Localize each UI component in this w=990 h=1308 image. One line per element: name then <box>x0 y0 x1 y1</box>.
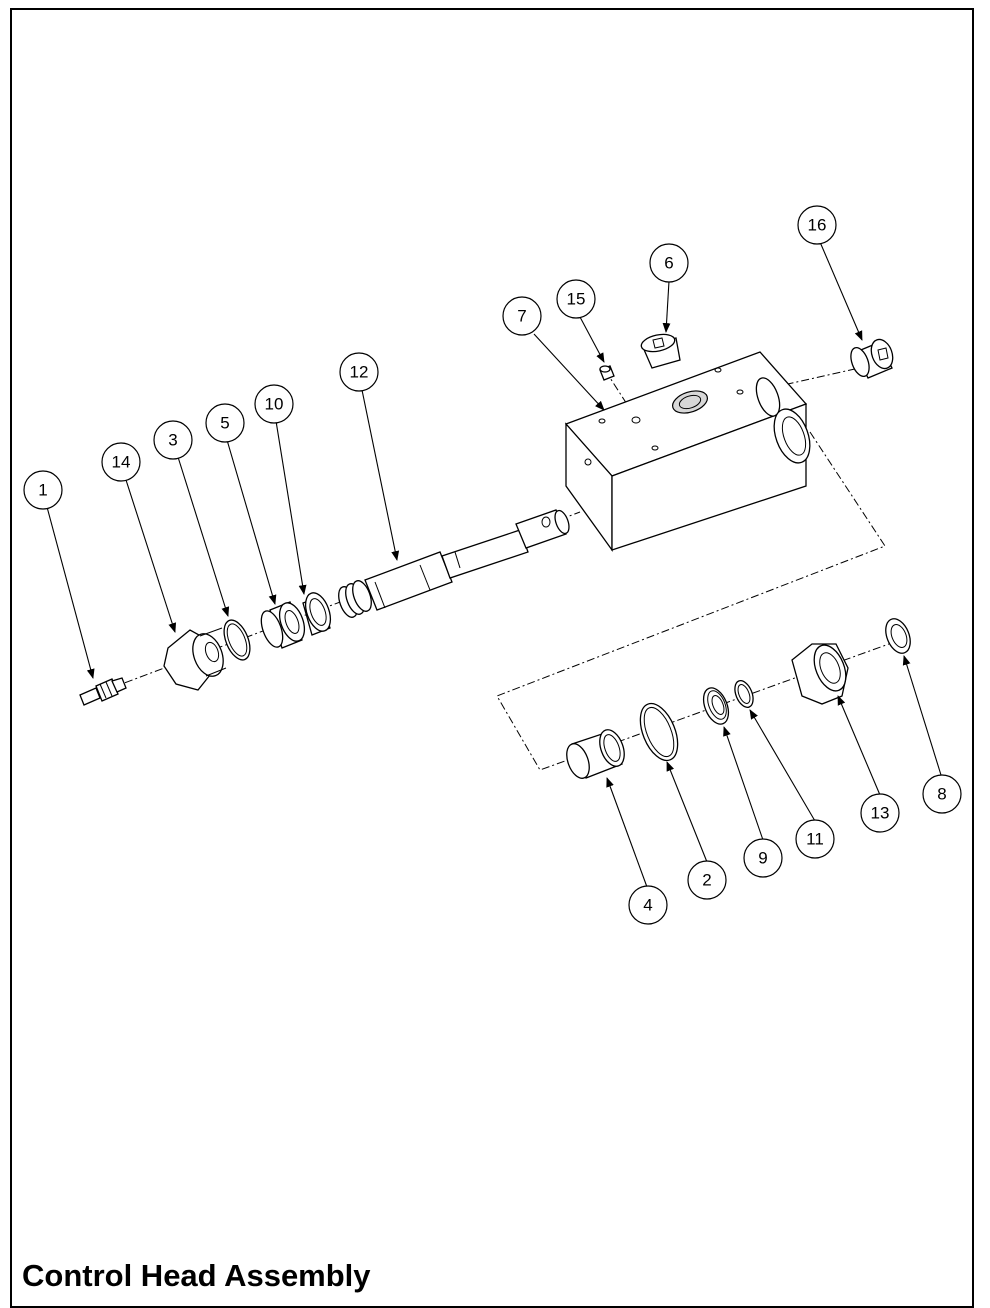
part-9-seal <box>702 687 730 725</box>
callout-9-label: 9 <box>758 849 767 868</box>
part-13-hex-nut <box>791 643 849 705</box>
callout-13: 13 <box>860 793 900 833</box>
callout-4-label: 4 <box>643 896 652 915</box>
callout-12: 12 <box>339 352 379 392</box>
callout-16: 16 <box>797 205 837 245</box>
leader-lines <box>46 241 942 888</box>
part-15-plug <box>599 365 615 381</box>
callout-3: 3 <box>153 420 193 460</box>
callout-3-label: 3 <box>168 431 177 450</box>
part-14-hex-fitting <box>163 627 227 691</box>
callout-15-label: 15 <box>567 290 586 309</box>
part-8-cap <box>885 618 911 654</box>
part-10-ring <box>302 592 332 636</box>
callout-1: 1 <box>23 470 63 510</box>
callout-10: 10 <box>254 384 294 424</box>
callout-5-label: 5 <box>220 414 229 433</box>
callout-5: 5 <box>205 403 245 443</box>
callout-15: 15 <box>556 279 596 319</box>
callout-12-label: 12 <box>350 363 369 382</box>
callout-14: 14 <box>101 442 141 482</box>
part-3-o-ring <box>223 619 251 661</box>
part-11-ring <box>734 680 754 708</box>
callout-2: 2 <box>687 860 727 900</box>
part-4-sleeve <box>566 729 625 779</box>
callout-8: 8 <box>922 774 962 814</box>
part-16-cap-plug <box>850 338 894 379</box>
callout-4: 4 <box>628 885 668 925</box>
part-7-control-block <box>564 351 811 553</box>
callout-7: 7 <box>502 296 542 336</box>
callout-6-label: 6 <box>664 254 673 273</box>
page-title: Control Head Assembly <box>22 1258 371 1293</box>
callout-10-label: 10 <box>265 395 284 414</box>
callout-6: 6 <box>649 243 689 283</box>
part-6-socket-plug <box>640 333 681 369</box>
callout-8-label: 8 <box>937 785 946 804</box>
callout-7-label: 7 <box>517 307 526 326</box>
callout-9: 9 <box>743 838 783 878</box>
part-12-spool-shaft <box>338 509 570 618</box>
callout-11-label: 11 <box>806 830 824 849</box>
callout-11: 11 <box>795 819 835 859</box>
part-2-o-ring <box>639 702 679 762</box>
part-5-bushing <box>260 601 306 649</box>
callout-1-label: 1 <box>38 481 47 500</box>
part-1-fitting <box>79 677 127 706</box>
callout-2-label: 2 <box>702 871 711 890</box>
callout-16-label: 16 <box>808 216 827 235</box>
callout-14-label: 14 <box>112 453 131 472</box>
callout-13-label: 13 <box>871 804 890 823</box>
